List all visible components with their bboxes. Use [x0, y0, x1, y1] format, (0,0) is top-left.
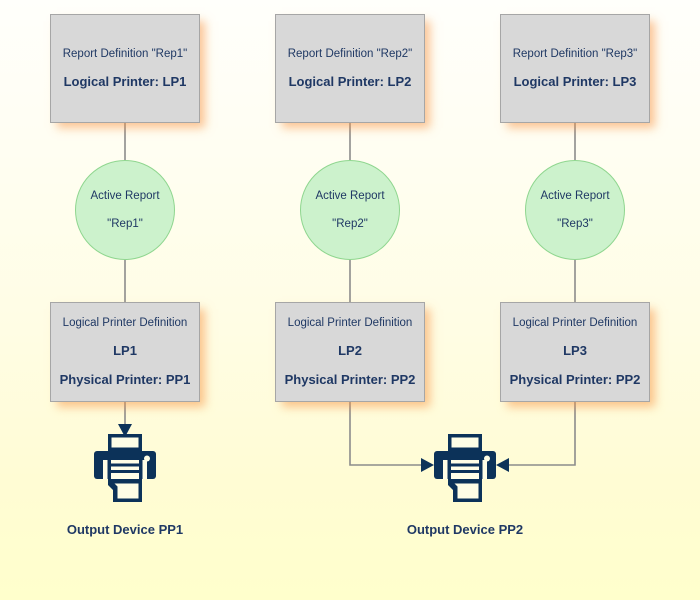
- physical-printer-label: Physical Printer: PP2: [284, 372, 416, 388]
- logical-printer-name: LP3: [563, 342, 587, 358]
- logical-printer-name: LP1: [113, 342, 137, 358]
- report-definition-logical-printer: Logical Printer: LP1: [63, 74, 187, 90]
- physical-printer-label: Physical Printer: PP2: [509, 372, 641, 388]
- active-report-label: Active Report: [315, 190, 385, 203]
- report-definition-box-rep2[interactable]: Report Definition "Rep2" Logical Printer…: [275, 14, 425, 123]
- active-report-name: "Rep2": [332, 217, 368, 230]
- report-definition-title: Report Definition "Rep1": [62, 47, 188, 60]
- active-report-label: Active Report: [90, 190, 160, 203]
- output-device-caption-pp2: Output Device PP2: [406, 522, 524, 537]
- printer-icon: [434, 434, 496, 502]
- active-report-ellipse-rep1[interactable]: Active Report "Rep1": [75, 160, 175, 260]
- connector-lp3-to-pp2: [509, 402, 576, 466]
- report-definition-title: Report Definition "Rep2": [287, 47, 413, 60]
- logical-printer-definition-title: Logical Printer Definition: [287, 316, 413, 329]
- logical-printer-definition-box-lp3[interactable]: Logical Printer Definition LP3 Physical …: [500, 302, 650, 402]
- report-definition-title: Report Definition "Rep3": [512, 47, 638, 60]
- logical-printer-definition-title: Logical Printer Definition: [512, 316, 638, 329]
- active-report-name: "Rep3": [557, 217, 593, 230]
- active-report-ellipse-rep2[interactable]: Active Report "Rep2": [300, 160, 400, 260]
- logical-printer-definition-box-lp1[interactable]: Logical Printer Definition LP1 Physical …: [50, 302, 200, 402]
- logical-printer-definition-box-lp2[interactable]: Logical Printer Definition LP2 Physical …: [275, 302, 425, 402]
- logical-printer-definition-title: Logical Printer Definition: [62, 316, 188, 329]
- active-report-label: Active Report: [540, 190, 610, 203]
- report-definition-logical-printer: Logical Printer: LP2: [288, 74, 412, 90]
- active-report-ellipse-rep3[interactable]: Active Report "Rep3": [525, 160, 625, 260]
- output-device-caption-pp1: Output Device PP1: [66, 522, 184, 537]
- connector-lp2-to-pp2: [349, 402, 421, 466]
- active-report-name: "Rep1": [107, 217, 143, 230]
- report-definition-box-rep3[interactable]: Report Definition "Rep3" Logical Printer…: [500, 14, 650, 123]
- report-definition-box-rep1[interactable]: Report Definition "Rep1" Logical Printer…: [50, 14, 200, 123]
- report-definition-logical-printer: Logical Printer: LP3: [513, 74, 637, 90]
- printer-icon: [94, 434, 156, 502]
- physical-printer-label: Physical Printer: PP1: [59, 372, 191, 388]
- printer-icon-pp2[interactable]: [432, 434, 498, 502]
- printer-icon-pp1[interactable]: [92, 434, 158, 502]
- logical-printer-name: LP2: [338, 342, 362, 358]
